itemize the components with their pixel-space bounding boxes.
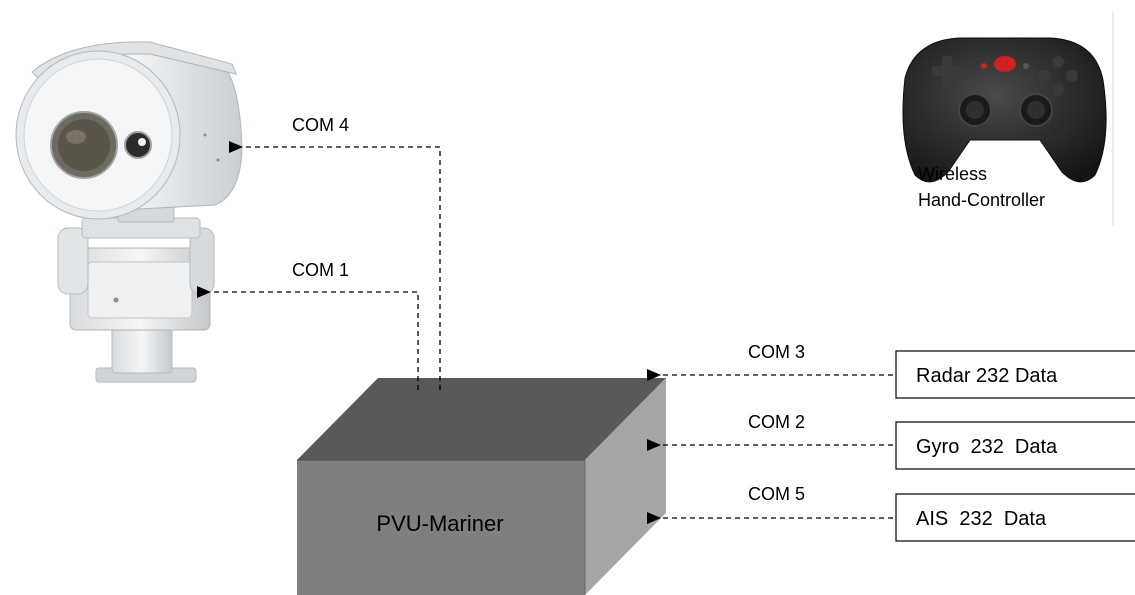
pvu-box-top <box>297 378 666 460</box>
gyro-data-box <box>895 421 1135 470</box>
ais-data-box <box>895 493 1135 542</box>
pvu-box-front <box>297 460 585 595</box>
ais-data-label: AIS 232 Data <box>916 508 1047 530</box>
radar-data-box <box>895 350 1135 399</box>
pvu-mariner-unit: PVU-Mariner <box>297 378 666 595</box>
com2-label: COM 2 <box>748 412 805 432</box>
controller-label-line1: Wireless <box>918 164 987 184</box>
com5-label: COM 5 <box>748 484 805 504</box>
gyro-data-label: Gyro 232 Data <box>916 436 1058 458</box>
pvu-mariner-label: PVU-Mariner <box>376 511 503 536</box>
com1-link <box>197 286 419 390</box>
radar-data-label: Radar 232 Data <box>916 365 1058 387</box>
com4-label: COM 4 <box>292 115 349 135</box>
gamepad-icon <box>893 12 1114 226</box>
pvu-box-side <box>585 378 666 595</box>
com4-link <box>229 141 441 390</box>
ptz-thermal-camera-icon <box>15 41 243 383</box>
com3-label: COM 3 <box>748 342 805 362</box>
controller-label-line2: Hand-Controller <box>918 190 1045 210</box>
com1-label: COM 1 <box>292 260 349 280</box>
